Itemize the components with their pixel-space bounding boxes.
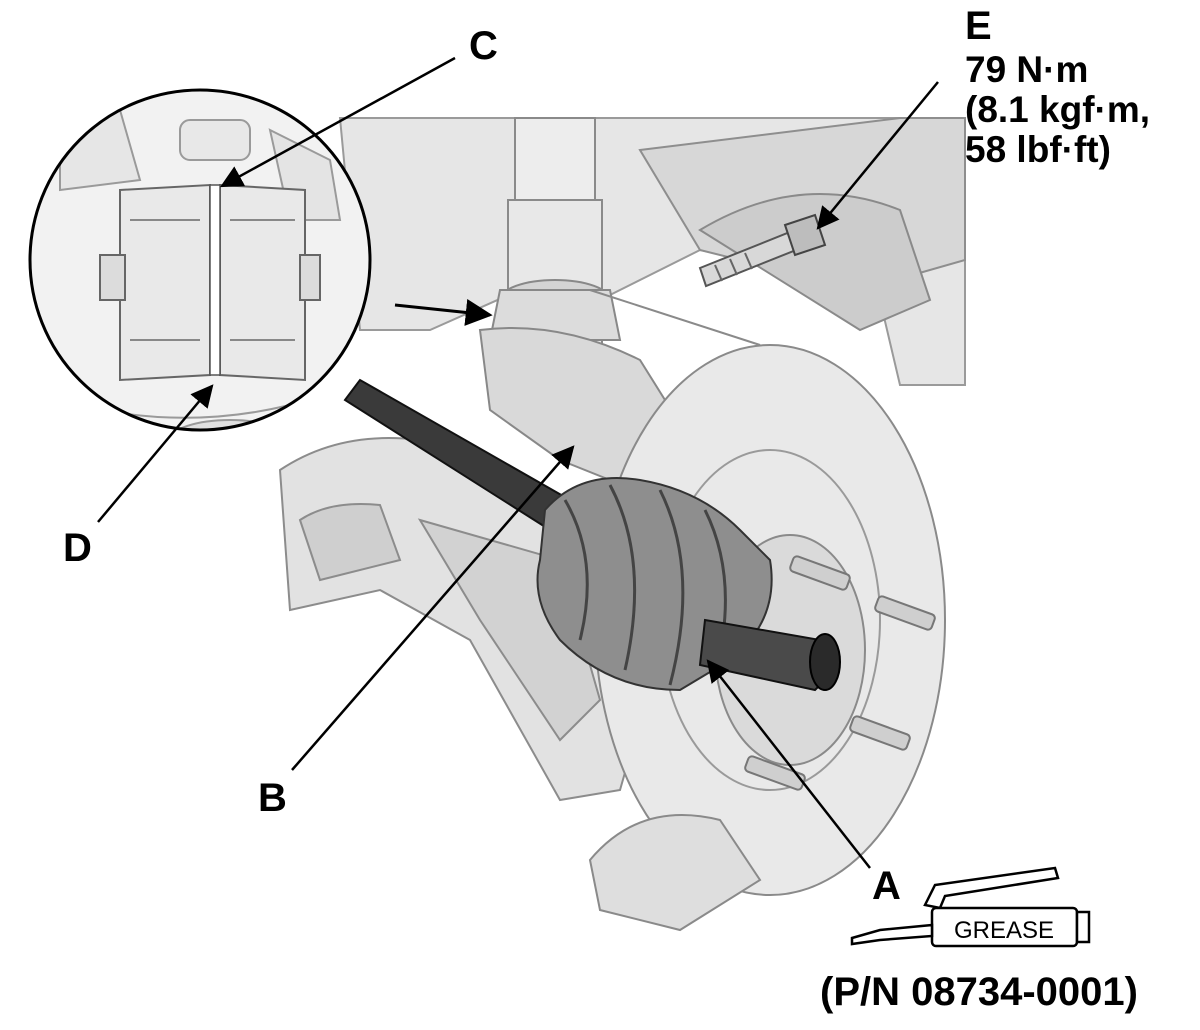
leader-a bbox=[706, 659, 871, 869]
vehicle-background bbox=[338, 117, 966, 386]
callout-b: B bbox=[258, 776, 287, 820]
leader-e bbox=[816, 81, 939, 230]
callout-e: E bbox=[965, 4, 992, 48]
callout-a: A bbox=[872, 864, 901, 908]
torque-spec-line3: 58 lbf·ft) bbox=[965, 129, 1111, 170]
callout-c: C bbox=[469, 24, 498, 68]
wheel-studs bbox=[744, 555, 936, 791]
grease-label: GREASE bbox=[954, 917, 1054, 944]
leader-b bbox=[291, 445, 575, 771]
callout-d: D bbox=[63, 526, 92, 570]
stabilizer-link bbox=[589, 289, 761, 346]
detail-pointer-arrow bbox=[394, 299, 493, 326]
torque-spec-line2: (8.1 kgf·m, bbox=[965, 89, 1151, 130]
leader-lines bbox=[97, 56, 939, 869]
torque-spec-line1: 79 N·m bbox=[965, 49, 1089, 90]
splash-shield bbox=[588, 814, 762, 932]
detail-circle bbox=[28, 88, 372, 432]
leader-d bbox=[97, 384, 214, 523]
leader-c bbox=[220, 56, 456, 188]
grease-part-number: (P/N 08734-0001) bbox=[820, 970, 1138, 1014]
driveshaft bbox=[343, 378, 841, 692]
mounting-bolt bbox=[698, 213, 827, 288]
grease-gun-icon: GREASE bbox=[850, 866, 1091, 948]
